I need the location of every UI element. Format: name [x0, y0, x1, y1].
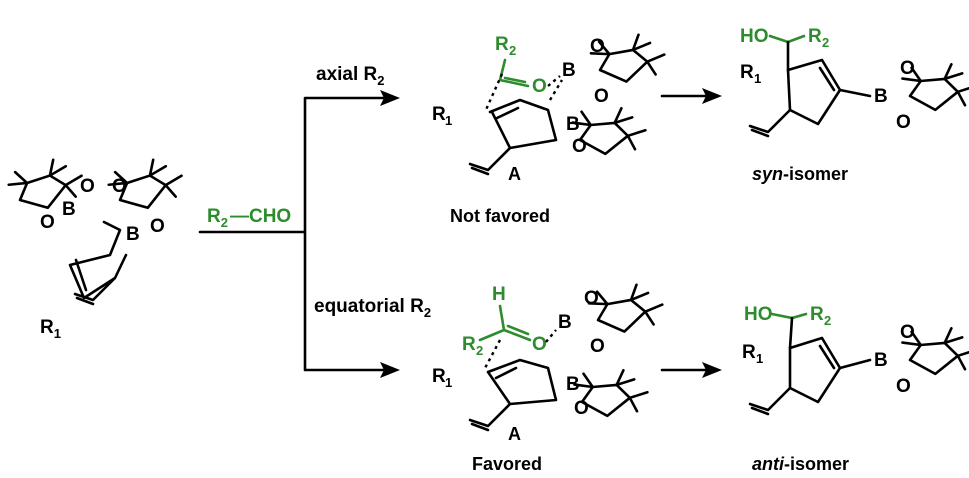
svg-text:R: R [742, 342, 756, 363]
r1-label: R1 [40, 317, 61, 341]
svg-text:O: O [594, 86, 609, 107]
svg-text:B: B [566, 114, 580, 135]
svg-text:O: O [590, 336, 605, 357]
svg-text:O: O [900, 322, 915, 343]
svg-text:1: 1 [756, 351, 763, 366]
atom-o: O [80, 176, 95, 197]
svg-text:2: 2 [824, 313, 831, 328]
svg-text:R: R [495, 34, 509, 55]
ts-bottom-label: A [508, 424, 521, 444]
svg-text:B: B [566, 374, 580, 395]
syn-isomer-name: syn-isomer [752, 164, 848, 184]
svg-text:R: R [810, 304, 824, 325]
svg-text:O: O [896, 112, 911, 133]
atom-b: B [62, 199, 76, 220]
atom-o: O [150, 216, 165, 237]
svg-text:1: 1 [445, 113, 452, 128]
ts-top-label: A [508, 164, 521, 184]
anti-isomer-name: anti-isomer [752, 454, 849, 474]
svg-text:B: B [558, 312, 572, 333]
svg-text:R: R [432, 366, 446, 387]
svg-text:B: B [874, 350, 888, 371]
svg-text:O: O [532, 334, 547, 355]
svg-text:2: 2 [476, 343, 483, 358]
svg-text:O: O [590, 36, 605, 57]
ts-top-note: Not favored [450, 206, 550, 226]
svg-text:HO: HO [744, 304, 773, 325]
svg-text:O: O [900, 58, 915, 79]
top-product-arrow [660, 88, 722, 104]
svg-text:R: R [808, 26, 822, 47]
svg-text:1: 1 [445, 375, 452, 390]
svg-text:1: 1 [754, 71, 761, 86]
svg-text:2: 2 [822, 35, 829, 50]
bottom-product-arrow [660, 362, 722, 378]
svg-text:R: R [432, 104, 446, 125]
svg-text:R: R [740, 62, 754, 83]
svg-text:O: O [532, 76, 547, 97]
top-condition: axial R2 [316, 64, 385, 88]
starting-material: O B O O B O R1 [4, 151, 190, 341]
svg-text:O: O [896, 376, 911, 397]
branch-arrows [198, 90, 400, 378]
atom-o: O [112, 176, 127, 197]
svg-text:HO: HO [740, 26, 769, 47]
atom-o: O [40, 212, 55, 233]
svg-text:B: B [874, 86, 888, 107]
svg-text:2: 2 [509, 43, 516, 58]
svg-text:B: B [562, 60, 576, 81]
bottom-condition: equatorial R2 [314, 296, 431, 320]
svg-text:R: R [462, 334, 476, 355]
reagent-label: R2—CHO [207, 206, 291, 230]
svg-text:H: H [492, 284, 506, 305]
ts-bottom-note: Favored [472, 454, 542, 474]
atom-b: B [126, 224, 140, 245]
